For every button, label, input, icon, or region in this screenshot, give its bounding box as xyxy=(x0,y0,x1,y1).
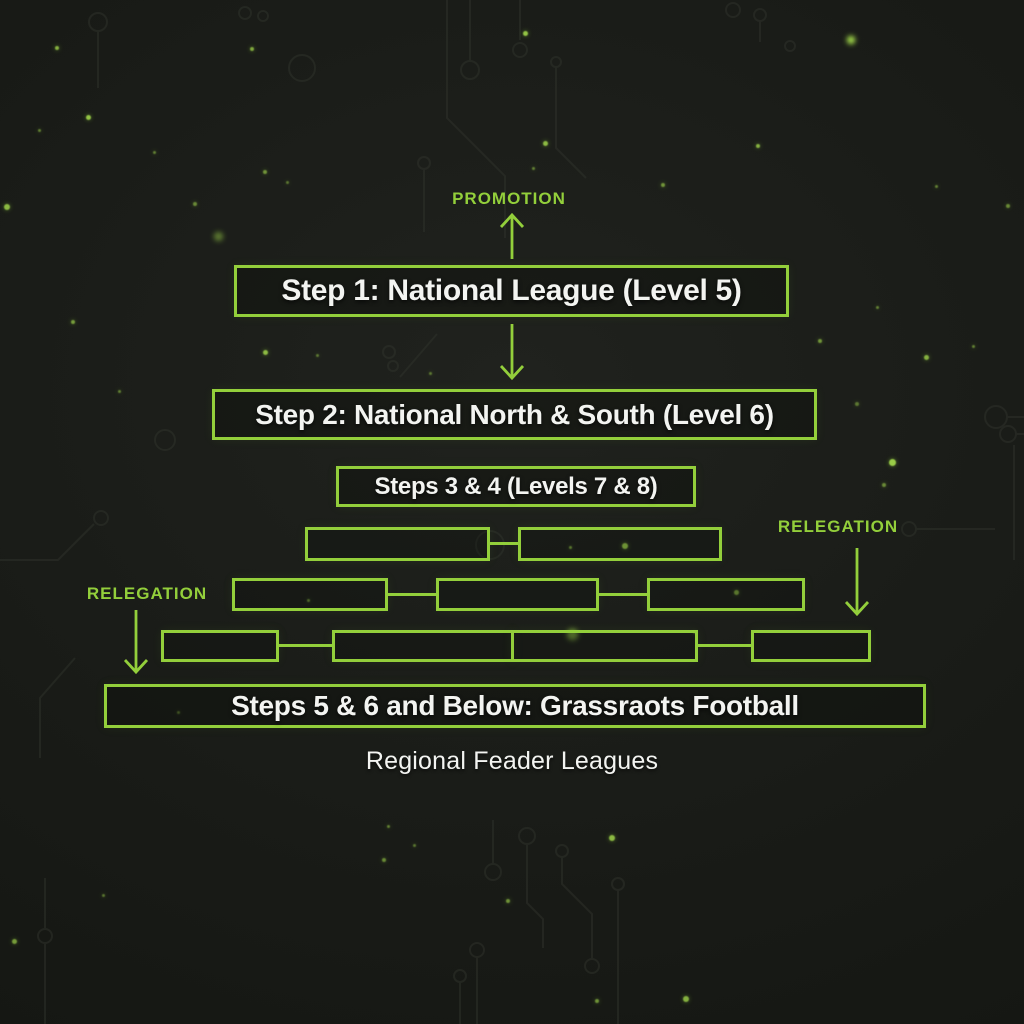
glow-particle xyxy=(609,835,615,841)
glow-particle xyxy=(428,371,432,375)
glow-particle xyxy=(263,170,267,174)
glow-particle xyxy=(117,389,121,393)
pyramid-box-row3-3 xyxy=(511,630,698,662)
step2-national-north-south-box: Step 2: National North & South (Level 6) xyxy=(212,389,817,440)
step2-label: Step 2: National North & South (Level 6) xyxy=(255,398,774,430)
glow-particle xyxy=(971,344,975,348)
steps-5-6-label: Steps 5 & 6 and Below: Grassraots Footba… xyxy=(231,690,799,721)
steps-5-6-grassroots-box: Steps 5 & 6 and Below: Grassraots Footba… xyxy=(104,684,926,728)
glow-particle xyxy=(306,598,310,602)
pyramid-connector xyxy=(279,644,332,647)
glow-particle xyxy=(85,114,91,120)
pyramid-box-row2-2 xyxy=(436,578,599,611)
pyramid-box-row3-1 xyxy=(161,630,279,662)
glow-particle xyxy=(1006,204,1010,208)
promotion-arrow-icon xyxy=(496,211,528,261)
glow-particle xyxy=(213,231,223,241)
pyramid-box-row1-2 xyxy=(518,527,722,561)
glow-particle xyxy=(595,999,599,1003)
glow-particle xyxy=(176,710,180,714)
glow-particle xyxy=(386,824,390,828)
glow-particle xyxy=(412,843,416,847)
pyramid-connector xyxy=(599,593,647,596)
glow-particle xyxy=(566,628,578,640)
glow-particle xyxy=(622,543,628,549)
glow-particle xyxy=(934,184,938,188)
glow-particle xyxy=(315,353,319,357)
steps-3-4-box: Steps 3 & 4 (Levels 7 & 8) xyxy=(336,466,696,507)
glow-particle xyxy=(882,483,886,487)
glow-particle xyxy=(11,938,17,944)
step1-national-league-box: Step 1: National League (Level 5) xyxy=(234,265,789,317)
glow-particle xyxy=(661,183,665,187)
pyramid-box-row1-1 xyxy=(305,527,490,561)
regional-feeder-leagues-caption: Regional Feader Leagues xyxy=(365,747,659,775)
pyramid-box-row2-1 xyxy=(232,578,388,611)
glow-particle xyxy=(818,339,822,343)
glow-particle xyxy=(733,589,739,595)
glow-particle xyxy=(382,858,386,862)
relegation-left-arrow-icon xyxy=(120,608,152,676)
glow-particle xyxy=(875,305,879,309)
relegation-left-label: RELEGATION xyxy=(86,584,208,603)
down-arrow-icon xyxy=(496,322,528,382)
glow-particle xyxy=(923,354,929,360)
glow-particle xyxy=(262,349,268,355)
relegation-right-arrow-icon xyxy=(841,546,873,618)
pyramid-connector xyxy=(388,593,436,596)
glow-particle xyxy=(152,150,156,154)
pyramid-box-row3-4 xyxy=(751,630,871,662)
glow-particle xyxy=(285,180,289,184)
pyramid-connector xyxy=(490,542,518,545)
pyramid-connector xyxy=(698,644,751,647)
glow-particle xyxy=(531,166,535,170)
glow-particle xyxy=(522,30,528,36)
pyramid-box-row2-3 xyxy=(647,578,805,611)
promotion-label: PROMOTION xyxy=(452,189,566,208)
glow-particle xyxy=(683,996,689,1002)
glow-particle xyxy=(55,46,59,50)
glow-particle xyxy=(37,128,41,132)
glow-particle xyxy=(71,320,75,324)
glow-particle xyxy=(855,402,859,406)
glow-particle xyxy=(250,47,254,51)
glow-particle xyxy=(101,893,105,897)
steps-3-4-label: Steps 3 & 4 (Levels 7 & 8) xyxy=(374,472,658,500)
relegation-right-label: RELEGATION xyxy=(777,517,899,536)
glow-particle xyxy=(193,202,197,206)
glow-particle xyxy=(847,36,855,44)
glow-particle xyxy=(888,458,896,466)
glow-particle xyxy=(4,204,10,210)
glow-particle xyxy=(568,545,572,549)
step1-label: Step 1: National League (Level 5) xyxy=(281,274,742,307)
pyramid-box-row3-2 xyxy=(332,630,514,662)
glow-particle xyxy=(506,899,510,903)
glow-particle xyxy=(542,140,548,146)
glow-particle xyxy=(756,144,760,148)
